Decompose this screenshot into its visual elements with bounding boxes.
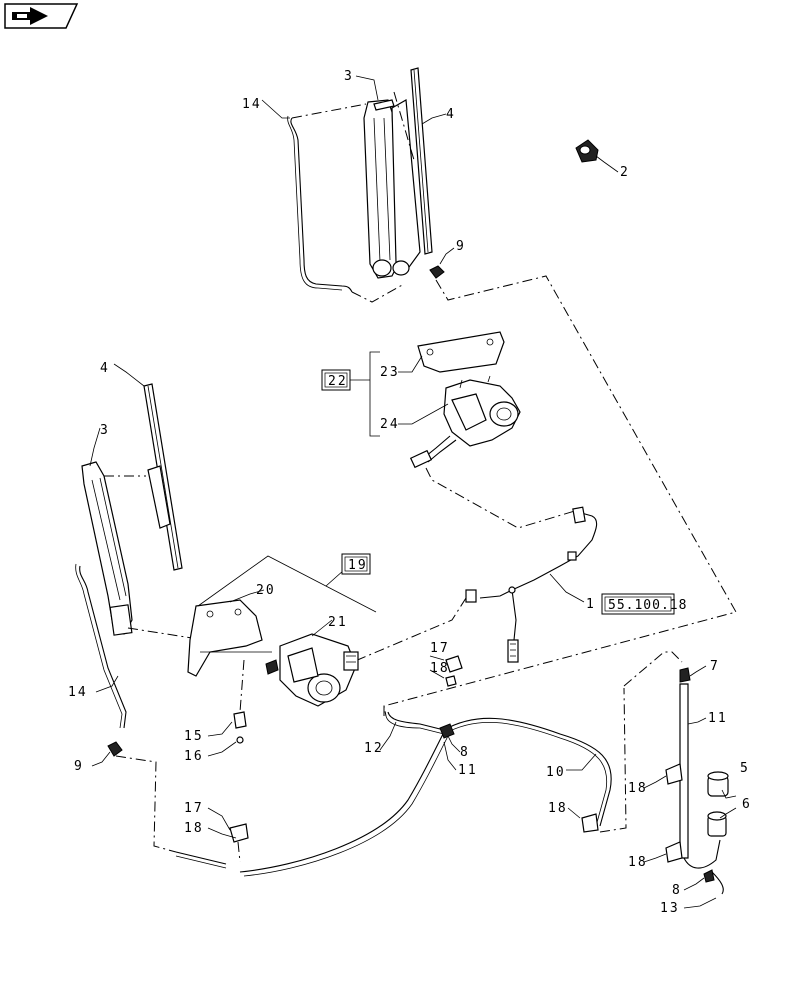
clip-18-upper-right — [665, 763, 683, 785]
callout-21: 21 — [328, 615, 348, 630]
callout-23: 23 — [380, 365, 400, 380]
callout-18-lower: 18 — [184, 821, 204, 836]
washer-tube-upper — [290, 117, 353, 293]
arrow-next-icon — [12, 7, 48, 25]
callout-box-19: 19 — [341, 553, 371, 575]
wiper-arm-upper — [363, 99, 401, 279]
callout-17-lower: 17 — [184, 801, 204, 816]
washer-hose-13 — [703, 869, 724, 895]
callout-8-right: 8 — [672, 883, 682, 898]
clip-17-18-lower — [229, 823, 249, 863]
reference-label: 55.100.18 — [608, 598, 687, 613]
clip-18-lower-right — [665, 841, 683, 863]
wiper-motor-bracket-20 — [187, 599, 272, 677]
fastener-15-16 — [233, 711, 247, 744]
washer-valve-6 — [707, 811, 727, 837]
callout-11-mid: 11 — [458, 763, 478, 778]
callout-box-22: 22 — [321, 369, 351, 391]
callout-14-upper: 14 — [242, 97, 262, 112]
nav-next-button[interactable] — [4, 3, 79, 29]
callout-18-right: 18 — [548, 801, 568, 816]
callout-19: 19 — [348, 558, 368, 573]
washer-tube-11 — [679, 667, 721, 869]
clip-18-right — [581, 813, 599, 833]
wiper-motor-24 — [409, 375, 521, 469]
wiper-arm-lower — [81, 461, 133, 636]
callout-9-upper: 9 — [456, 239, 466, 254]
callout-13: 13 — [660, 901, 680, 916]
callout-8-mid: 8 — [460, 745, 470, 760]
callout-4-lower: 4 — [100, 361, 110, 376]
callout-17-mid: 17 — [430, 641, 450, 656]
clip-17-18-mid — [445, 655, 463, 687]
hose-segment-bottom — [175, 851, 227, 869]
callout-11-right: 11 — [708, 711, 728, 726]
reference-box-55-100-18[interactable]: 55.100.18 — [601, 593, 687, 615]
screw-lower — [107, 741, 123, 757]
callout-18-lower-right: 18 — [628, 855, 648, 870]
callout-15: 15 — [184, 729, 204, 744]
callout-5: 5 — [740, 761, 750, 776]
callout-20: 20 — [256, 583, 276, 598]
callout-1: 1 — [586, 597, 596, 612]
callout-6: 6 — [742, 797, 752, 812]
callout-10: 10 — [546, 765, 566, 780]
wiper-motor-21 — [265, 633, 359, 707]
callout-3-lower: 3 — [100, 423, 110, 438]
screw-upper — [429, 265, 445, 279]
washer-tube-lower — [79, 565, 127, 729]
callout-16: 16 — [184, 749, 204, 764]
callout-22: 22 — [328, 374, 348, 389]
wiper-blade-upper — [391, 67, 433, 276]
nut-part-2 — [575, 139, 599, 163]
wiring-harness-1 — [465, 506, 598, 663]
callout-7: 7 — [710, 659, 720, 674]
callout-2: 2 — [620, 165, 630, 180]
washer-hose-10-12 — [239, 711, 612, 877]
callout-12: 12 — [364, 741, 384, 756]
callout-4-upper: 4 — [446, 107, 456, 122]
wiper-motor-bracket-23 — [417, 331, 505, 373]
tee-connector-8 — [439, 723, 455, 739]
wiper-blade-lower — [143, 383, 183, 571]
callout-9-lower: 9 — [74, 759, 84, 774]
washer-pump-5 — [707, 771, 729, 797]
callout-24: 24 — [380, 417, 400, 432]
callout-18-mid: 18 — [430, 661, 450, 676]
callout-18-upper-right: 18 — [628, 781, 648, 796]
callout-14-lower: 14 — [68, 685, 88, 700]
callout-3-upper: 3 — [344, 69, 354, 84]
